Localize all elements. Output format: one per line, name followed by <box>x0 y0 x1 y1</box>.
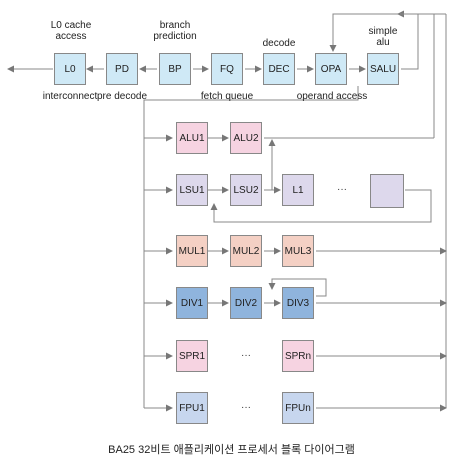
lsu-ellipsis: ··· <box>337 184 347 195</box>
unit-label: DIV3 <box>286 297 310 309</box>
fetch-queue-label: fetch queue <box>200 91 254 102</box>
label-line: access <box>55 31 87 42</box>
unit-alu2: ALU2 <box>230 122 262 154</box>
label-line: prediction <box>153 31 197 42</box>
label-line: L0 cache <box>50 20 92 31</box>
unit-label: DIV2 <box>234 297 258 309</box>
unit-label: ALU2 <box>233 132 259 144</box>
unit-label: FPUn <box>285 402 311 414</box>
unit-l1: L1 <box>282 174 314 206</box>
pipeline-stage-bp: BP <box>159 53 191 85</box>
unit-lsu1: LSU1 <box>176 174 208 206</box>
stage-label: L0 <box>64 63 76 75</box>
decode-label: decode <box>262 38 296 49</box>
pipeline-stage-dec: DEC <box>263 53 295 85</box>
unit-div2: DIV2 <box>230 287 262 319</box>
pipeline-stage-opa: OPA <box>315 53 347 85</box>
label-line: simple <box>368 26 398 37</box>
interconnect-label: interconnect <box>42 91 98 102</box>
unit-mul3: MUL3 <box>282 235 314 267</box>
pipeline-stage-l0: L0 <box>54 53 86 85</box>
pipeline-stage-pd: PD <box>106 53 138 85</box>
pipeline-stage-salu: SALU <box>367 53 399 85</box>
unit-label: SPRn <box>284 350 312 362</box>
unit-label: MUL1 <box>178 245 206 257</box>
unit-sprn: SPRn <box>282 340 314 372</box>
unit-mul1: MUL1 <box>176 235 208 267</box>
diagram-caption: BA25 32비트 애플리케이션 프로세서 블록 다이어그램 <box>108 444 355 456</box>
unit-label: LSU2 <box>233 184 259 196</box>
unit-label: SPR1 <box>178 350 206 362</box>
stage-label: DEC <box>268 63 290 75</box>
operand-access-label: operand access <box>296 91 368 102</box>
unit-spr1: SPR1 <box>176 340 208 372</box>
unit-fpu1: FPU1 <box>176 392 208 424</box>
stage-label: OPA <box>320 63 342 75</box>
spr-ellipsis: ··· <box>241 350 251 361</box>
pre-decode-label: pre decode <box>96 91 148 102</box>
stage-label: FQ <box>220 63 234 75</box>
fpu-ellipsis: ··· <box>241 402 251 413</box>
branch-prediction-label: branch prediction <box>148 20 202 42</box>
label-line: alu <box>376 37 390 48</box>
unit-label: LSU1 <box>179 184 205 196</box>
unit-label: MUL2 <box>232 245 260 257</box>
unit-alu1: ALU1 <box>176 122 208 154</box>
unit-div1: DIV1 <box>176 287 208 319</box>
simple-alu-label: simple alu <box>360 26 406 48</box>
unit-label: L1 <box>292 184 304 196</box>
unit-div3: DIV3 <box>282 287 314 319</box>
unit-fpun: FPUn <box>282 392 314 424</box>
label-line: branch <box>159 20 191 31</box>
pipeline-stage-fq: FQ <box>211 53 243 85</box>
unit-label: DIV1 <box>180 297 204 309</box>
unit-lsu-extra <box>370 174 404 208</box>
unit-mul2: MUL2 <box>230 235 262 267</box>
stage-label: BP <box>168 63 182 75</box>
unit-label: FPU1 <box>179 402 205 414</box>
l0-cache-access-label: L0 cache access <box>44 20 98 42</box>
stage-label: SALU <box>369 63 397 75</box>
unit-lsu2: LSU2 <box>230 174 262 206</box>
unit-label: ALU1 <box>179 132 205 144</box>
unit-label: MUL3 <box>284 245 312 257</box>
stage-label: PD <box>115 63 129 75</box>
